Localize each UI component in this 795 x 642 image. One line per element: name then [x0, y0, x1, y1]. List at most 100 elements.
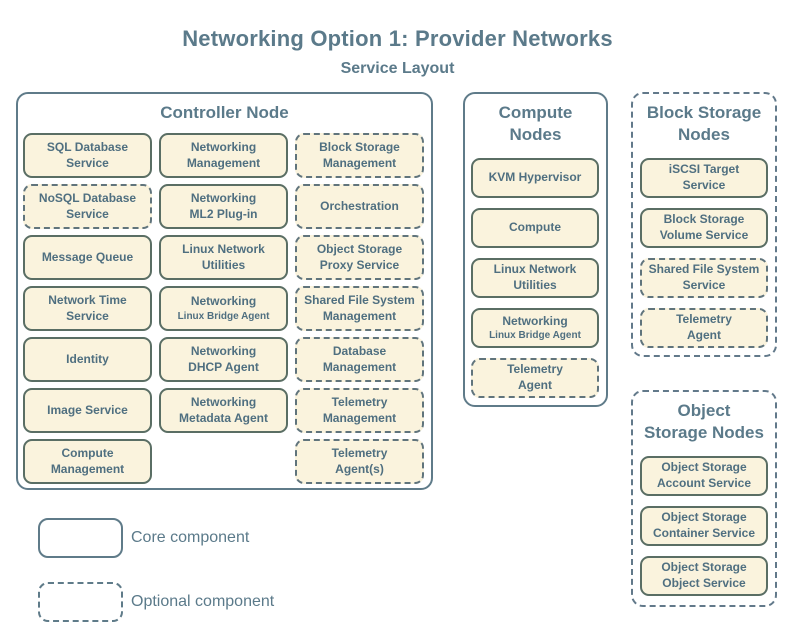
service-box-label: Account Service: [656, 476, 752, 490]
service-box-label: Service: [682, 278, 726, 292]
service-box-label: Block Storage: [319, 139, 400, 154]
service-box-sublabel: Linux Bridge Agent: [489, 330, 581, 342]
service-box-label: Shared File System: [648, 262, 760, 277]
page-title: Networking Option 1: Provider Networks: [182, 26, 613, 51]
service-box-label: Service: [66, 308, 109, 323]
service-box-label: Utilities: [201, 257, 246, 272]
service-box-label: Compute: [61, 445, 114, 460]
service-box-label: Agent(s): [335, 461, 384, 476]
service-box-label: Image Service: [47, 402, 128, 417]
service-box-label: Shared File System: [304, 292, 415, 307]
service-box-label: Service: [682, 178, 726, 192]
group-title-controller: Controller Node: [160, 103, 289, 122]
service-box-label: Management: [322, 359, 397, 374]
service-box-label: Object Storage: [661, 510, 747, 525]
service-box-label: Database: [332, 343, 387, 358]
service-box: Image Service: [23, 388, 152, 433]
service-box-sublabel: Linux Bridge Agent: [177, 310, 270, 322]
service-box-label: Block Storage: [663, 212, 745, 227]
service-box-label: Telemetry: [331, 394, 388, 409]
legend-core-label: Core component: [131, 529, 250, 546]
service-box-label: Object Storage: [661, 460, 747, 475]
service-box-label: Metadata Agent: [179, 410, 268, 425]
legend-optional-label: Optional component: [131, 593, 275, 610]
service-box-label: Networking: [190, 294, 257, 309]
service-box-label: Management: [186, 155, 261, 170]
service-box: Compute: [471, 208, 599, 248]
service-box-label: Management: [50, 461, 125, 476]
service-box-label: Container Service: [652, 526, 756, 540]
service-box-label: Networking: [190, 394, 257, 409]
service-box-label: Networking: [190, 343, 257, 358]
service-box-label: Service: [66, 206, 109, 221]
service-box-label: SQL Database: [46, 139, 129, 154]
group-title-block-storage: Block Storage Nodes: [646, 103, 762, 144]
group-title-compute: Compute Nodes: [498, 103, 573, 144]
legend-optional-swatch: [38, 582, 123, 622]
service-box: Message Queue: [23, 235, 152, 280]
service-box-label: Linux Network: [493, 262, 577, 277]
service-box-label: Object Storage: [661, 560, 747, 575]
service-box-label: iSCSI Target: [668, 162, 740, 177]
service-box-label: Agent: [518, 378, 552, 392]
page-subtitle: Service Layout: [340, 60, 455, 77]
service-box-label: Networking: [502, 313, 568, 328]
service-box-label: DHCP Agent: [188, 359, 259, 374]
service-box-label: Proxy Service: [319, 257, 400, 272]
service-box-label: Object Service: [662, 576, 746, 590]
service-box-label: Object Storage: [316, 241, 403, 256]
legend-core-swatch: [38, 518, 123, 558]
service-box-label: ML2 Plug-in: [189, 206, 258, 221]
service-box: Identity: [23, 337, 152, 382]
service-box-label: Orchestration: [320, 198, 399, 213]
service-box-label: Telemetry: [331, 445, 388, 460]
service-box-label: Networking: [190, 139, 257, 154]
service-box-label: Message Queue: [41, 249, 134, 264]
service-box-label: Management: [322, 410, 397, 425]
service-box-label: Volume Service: [659, 228, 749, 242]
service-box-label: Utilities: [513, 278, 557, 292]
service-box-label: Network Time: [48, 292, 127, 307]
service-box-label: Management: [322, 155, 397, 170]
service-box-label: Networking: [190, 190, 257, 205]
service-box-label: KVM Hypervisor: [488, 170, 582, 185]
service-box-label: Telemetry: [507, 362, 563, 377]
service-box-label: Management: [322, 308, 397, 323]
service-box-label: Telemetry: [676, 312, 732, 327]
service-box-label: Agent: [687, 328, 721, 342]
group-title-object-storage: Object Storage Nodes: [644, 401, 764, 442]
